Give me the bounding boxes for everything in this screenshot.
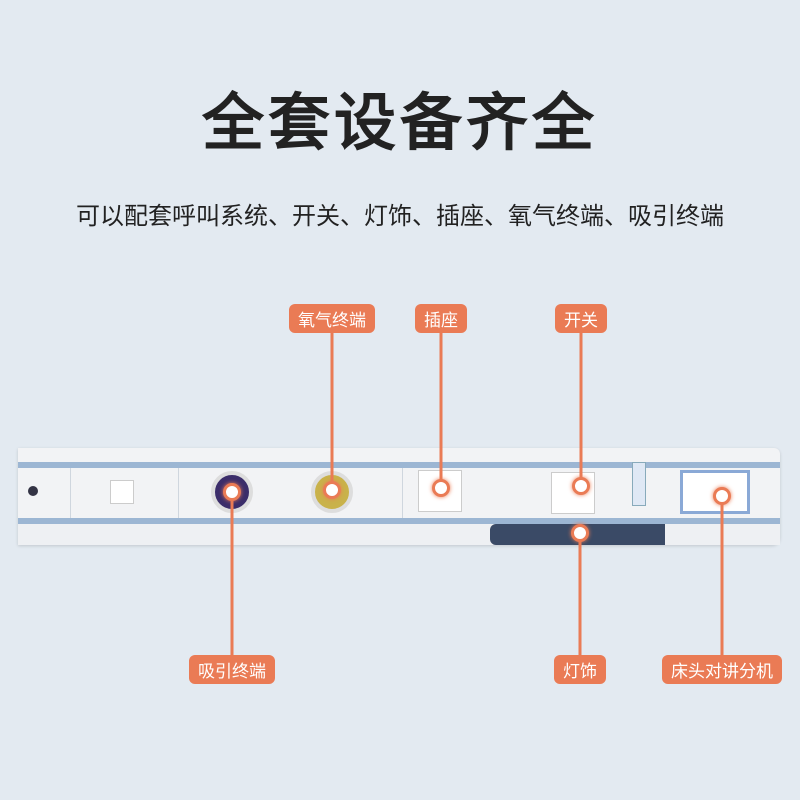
- connector-line: [578, 533, 582, 660]
- divider: [402, 468, 403, 518]
- connector-line: [330, 330, 334, 490]
- connector-line: [720, 496, 724, 660]
- label-intercom: 床头对讲分机: [662, 655, 782, 684]
- marker-dot: [572, 477, 590, 495]
- marker-dot: [571, 524, 589, 542]
- label-oxygen-terminal: 氧气终端: [289, 304, 375, 333]
- handrail: [18, 524, 780, 545]
- divider: [178, 468, 179, 518]
- bed-head-panel: [18, 448, 780, 545]
- connector-line: [439, 330, 443, 488]
- marker-dot: [223, 483, 241, 501]
- label-light: 灯饰: [554, 655, 606, 684]
- label-suction-terminal: 吸引终端: [189, 655, 275, 684]
- label-socket: 插座: [415, 304, 467, 333]
- page-title: 全套设备齐全: [201, 86, 598, 159]
- top-stripe: [18, 462, 780, 468]
- call-handle: [632, 462, 646, 506]
- bottom-stripe: [18, 518, 780, 524]
- marker-dot: [432, 479, 450, 497]
- indicator-icon: [28, 486, 38, 496]
- marker-dot: [323, 481, 341, 499]
- connector-line: [579, 330, 583, 486]
- label-switch: 开关: [555, 304, 607, 333]
- small-module: [110, 480, 134, 504]
- marker-dot: [713, 487, 731, 505]
- wall-switch: [551, 472, 595, 514]
- subtitle: 可以配套呼叫系统、开关、灯饰、插座、氧气终端、吸引终端: [76, 202, 724, 230]
- connector-line: [230, 490, 234, 660]
- divider: [70, 468, 71, 518]
